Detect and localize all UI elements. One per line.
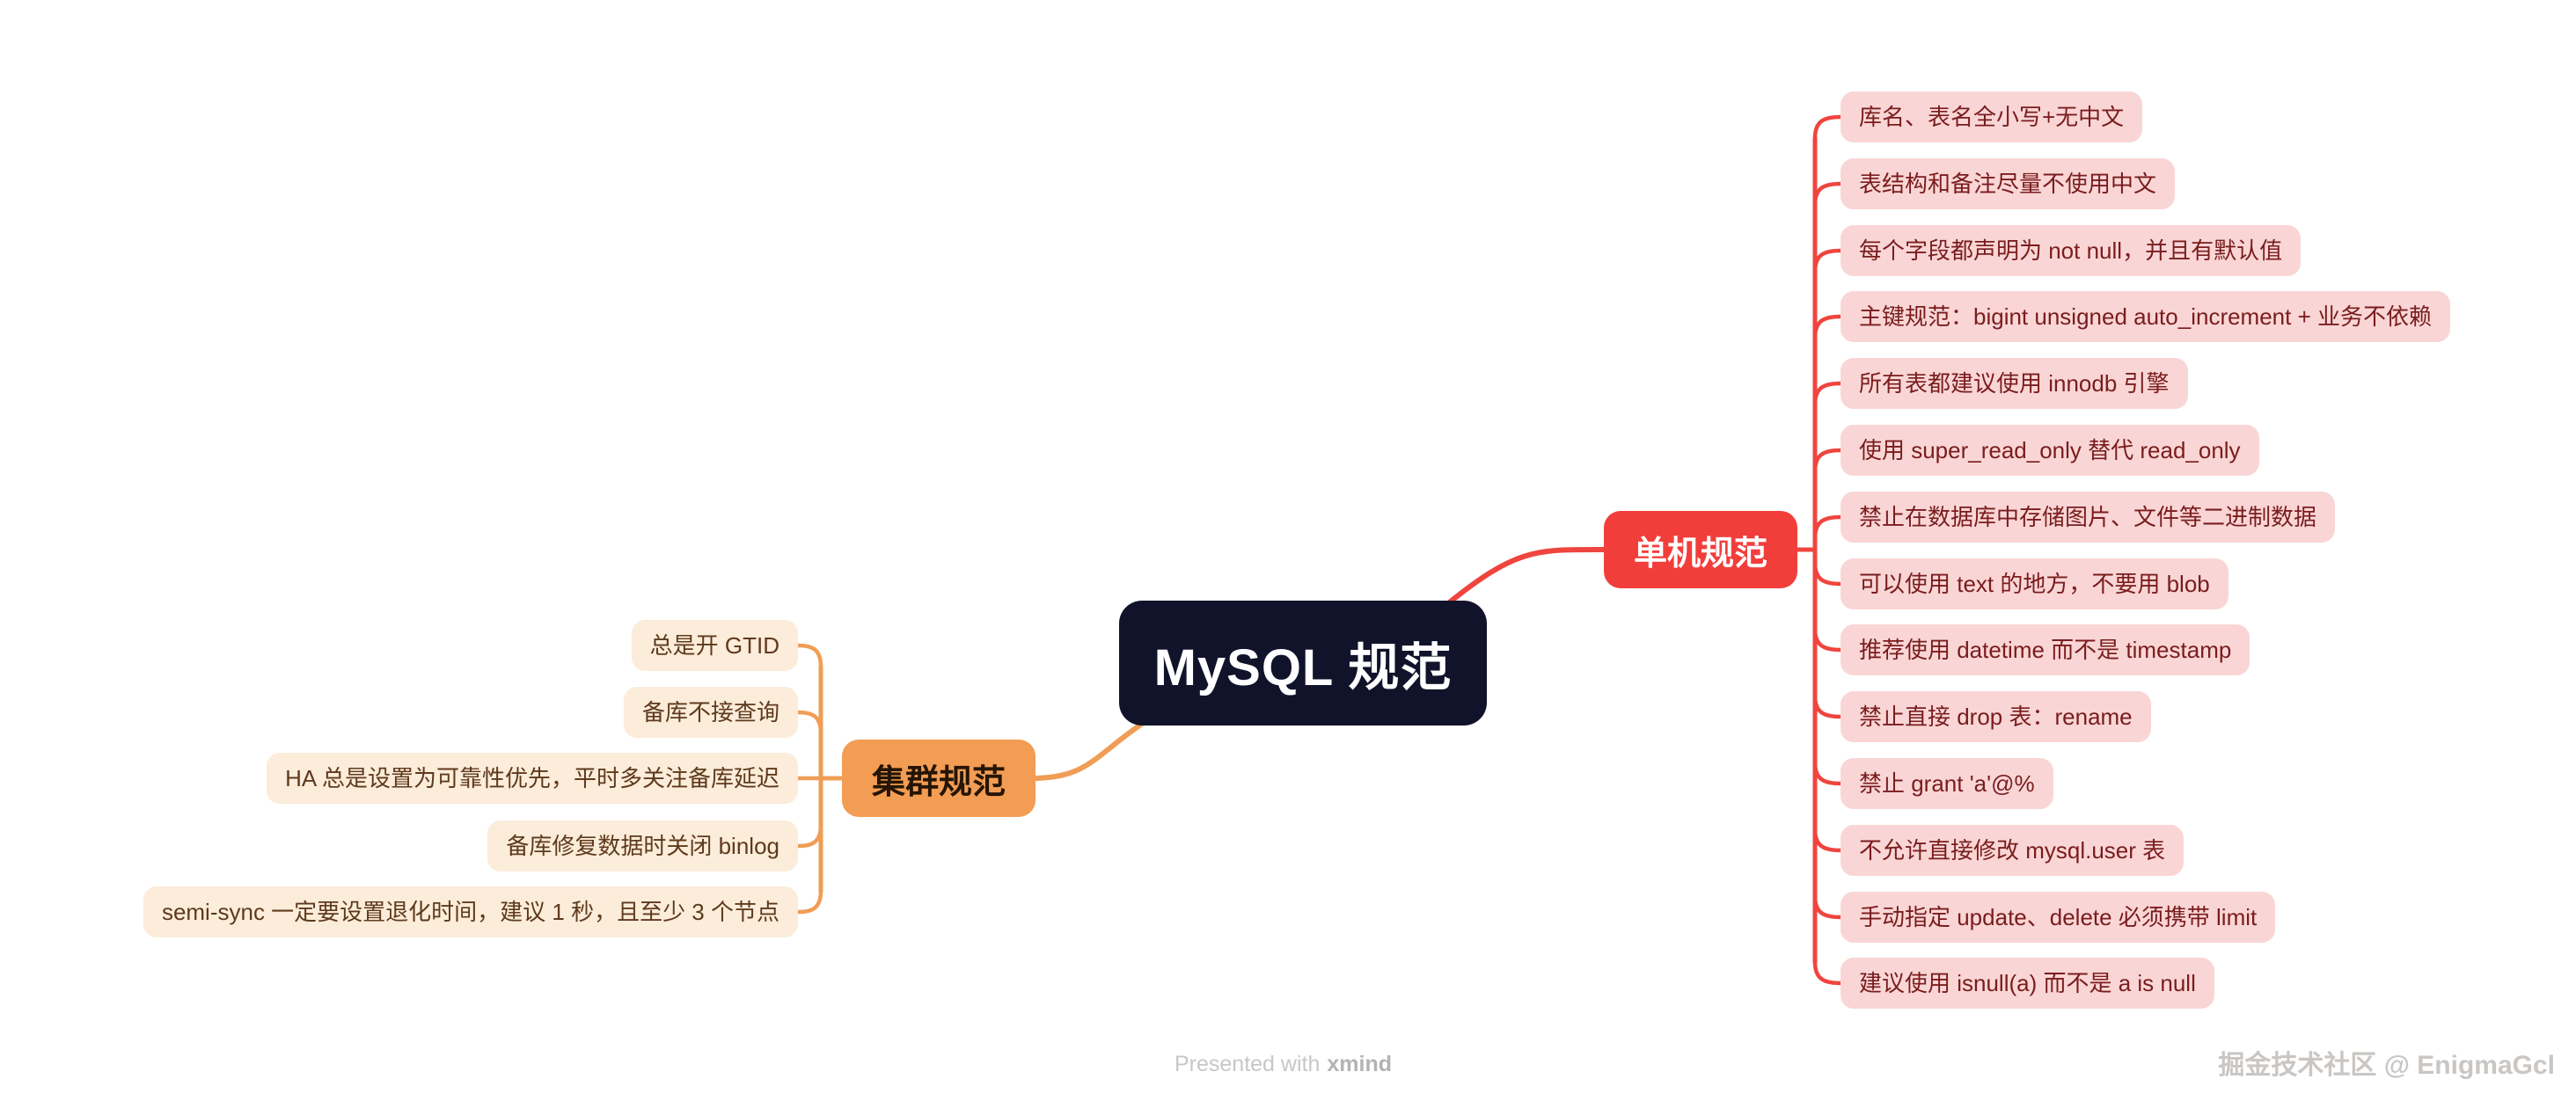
leaf-topic[interactable]: 每个字段都声明为 not null，并且有默认值: [1841, 225, 2302, 276]
branch-topic-standalone-rules[interactable]: 单机规范: [1604, 511, 1798, 588]
leaf-topic[interactable]: 总是开 GTID: [631, 620, 798, 671]
leaf-topic[interactable]: 禁止 grant 'a'@%: [1841, 758, 2053, 809]
leaf-topic[interactable]: 表结构和备注尽量不使用中文: [1841, 158, 2176, 209]
leaf-topic[interactable]: 库名、表名全小写+无中文: [1841, 91, 2143, 142]
leaf-topic[interactable]: semi-sync 一定要设置退化时间，建议 1 秒，且至少 3 个节点: [143, 886, 798, 937]
leaf-topic[interactable]: 不允许直接修改 mysql.user 表: [1841, 825, 2184, 876]
leaf-topic[interactable]: 手动指定 update、delete 必须携带 limit: [1841, 892, 2276, 943]
leaf-topic[interactable]: 可以使用 text 的地方，不要用 blob: [1841, 558, 2228, 609]
leaf-topic[interactable]: 备库修复数据时关闭 binlog: [487, 820, 798, 871]
central-topic-mysql-guidelines[interactable]: MySQL 规范: [1119, 601, 1487, 725]
leaf-topic[interactable]: HA 总是设置为可靠性优先，平时多关注备库延迟: [267, 753, 798, 804]
leaf-topic[interactable]: 禁止直接 drop 表：rename: [1841, 691, 2151, 742]
leaf-topic[interactable]: 禁止在数据库中存储图片、文件等二进制数据: [1841, 492, 2336, 543]
leaf-topic[interactable]: 建议使用 isnull(a) 而不是 a is null: [1841, 958, 2214, 1009]
leaf-topic[interactable]: 所有表都建议使用 innodb 引擎: [1841, 358, 2188, 409]
leaf-topic[interactable]: 主键规范：bigint unsigned auto_increment + 业务…: [1841, 291, 2450, 342]
juejin-watermark: 掘金技术社区 @ EnigmaGcl: [2218, 1051, 2555, 1080]
xmind-brand-text: xmind: [1327, 1052, 1392, 1076]
leaf-topic[interactable]: 使用 super_read_only 替代 read_only: [1841, 425, 2259, 476]
leaf-topic[interactable]: 备库不接查询: [623, 687, 798, 738]
branch-topic-cluster-rules[interactable]: 集群规范: [842, 740, 1036, 817]
presented-with-text: Presented with: [1175, 1052, 1321, 1076]
leaf-topic[interactable]: 推荐使用 datetime 而不是 timestamp: [1841, 624, 2250, 675]
